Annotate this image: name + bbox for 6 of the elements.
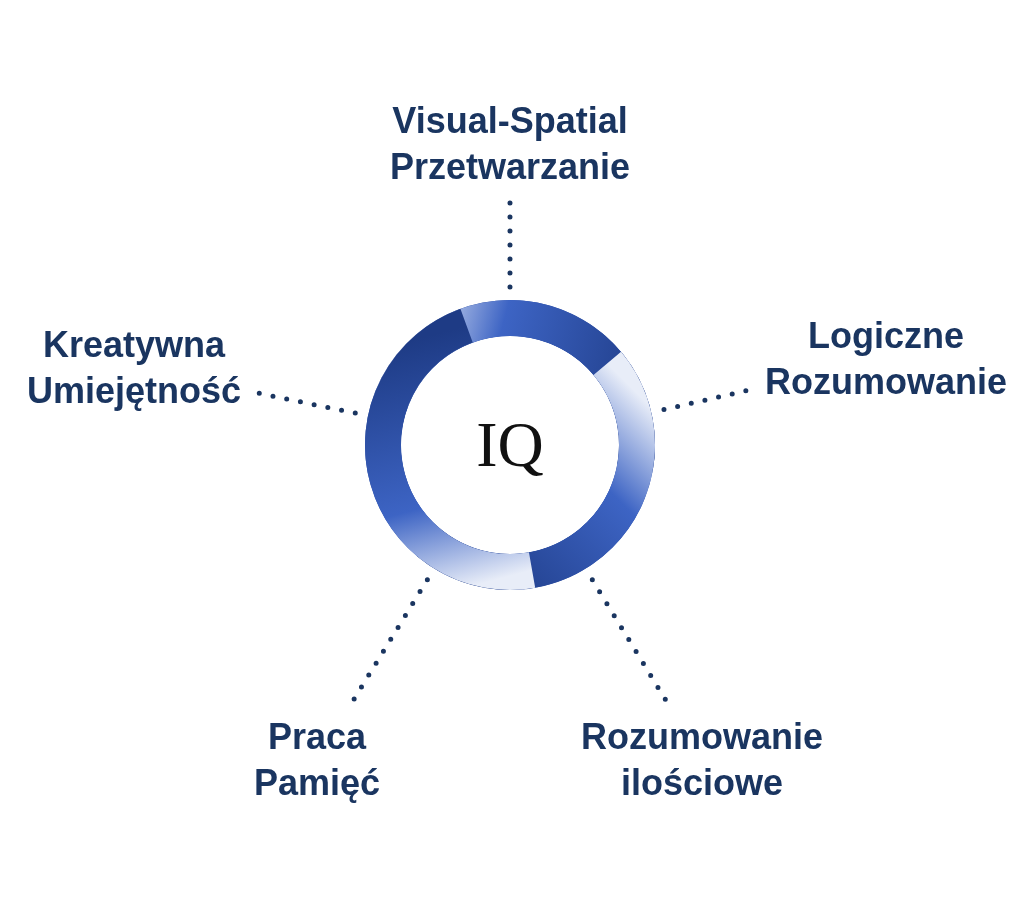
- node-label: Kreatywna Umiejętność: [26, 324, 242, 411]
- node-label: Logiczne Rozumowanie: [765, 315, 1007, 402]
- node-label: Rozumowanie ilościowe: [581, 716, 823, 803]
- node-label: IQ: [475, 413, 545, 477]
- node-label: Praca Pamięć: [253, 716, 381, 803]
- node-label: Visual-Spatial Przetwarzanie: [389, 100, 631, 187]
